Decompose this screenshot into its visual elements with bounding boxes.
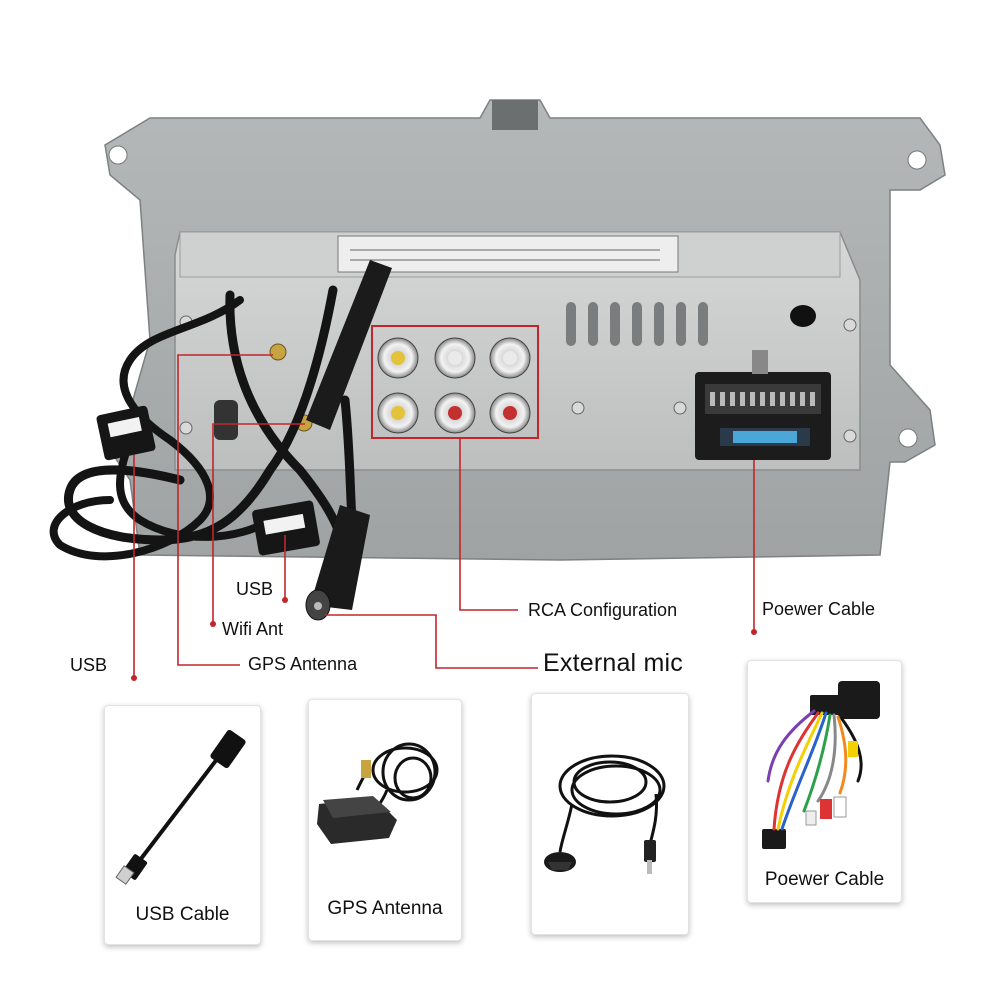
vent-slots — [566, 302, 708, 346]
mic-jack — [310, 505, 370, 610]
callout-line-mic — [325, 614, 538, 669]
accessory-caption-power-cable: Poewer Cable — [764, 869, 885, 890]
head-unit-rear-illustration — [49, 99, 946, 681]
external-mic-illustration — [544, 754, 666, 874]
callout-line-rca — [459, 438, 518, 611]
accessory-card-power-cable: Poewer Cable — [747, 660, 902, 903]
rca-highlight-box — [371, 325, 539, 439]
callout-dots — [131, 597, 757, 681]
callout-gps-antenna: GPS Antenna — [248, 654, 358, 674]
usb-port-left — [107, 416, 142, 438]
power-connector — [695, 350, 831, 460]
accessory-caption-usb-cable: USB Cable — [135, 904, 230, 925]
accessory-card-gps-antenna: GPS Antenna — [308, 699, 462, 941]
callout-wifi-ant: Wifi Ant — [222, 619, 284, 639]
callout-power-cable: Poewer Cable — [762, 599, 876, 619]
mount-hole-left — [108, 145, 128, 165]
spec-sticker — [337, 235, 679, 273]
callout-usb-port: USB — [236, 579, 274, 599]
usb-port-right — [263, 513, 306, 535]
callout-external-mic: External mic — [543, 649, 683, 677]
callout-line-gps — [177, 354, 273, 666]
accessory-caption-gps-antenna: GPS Antenna — [327, 898, 443, 919]
callout-usb-left: USB — [70, 655, 108, 675]
top-bracket — [492, 100, 538, 130]
wifi-antenna — [306, 260, 392, 430]
rca-jacks — [377, 337, 531, 434]
mount-hole-right — [907, 150, 927, 170]
callout-rca-configuration: RCA Configuration — [528, 600, 678, 620]
power-cable-illustration — [762, 681, 880, 849]
accessory-card-usb-cable: USB Cable — [104, 705, 261, 945]
callout-line-wifi — [212, 423, 305, 622]
usb-cable-illustration — [115, 729, 246, 885]
chassis-hole — [790, 305, 816, 327]
accessory-card-external-mic — [531, 693, 689, 935]
mount-hole-right-low — [898, 428, 918, 448]
gps-antenna-illustration — [317, 742, 439, 844]
callout-lines — [133, 354, 755, 676]
